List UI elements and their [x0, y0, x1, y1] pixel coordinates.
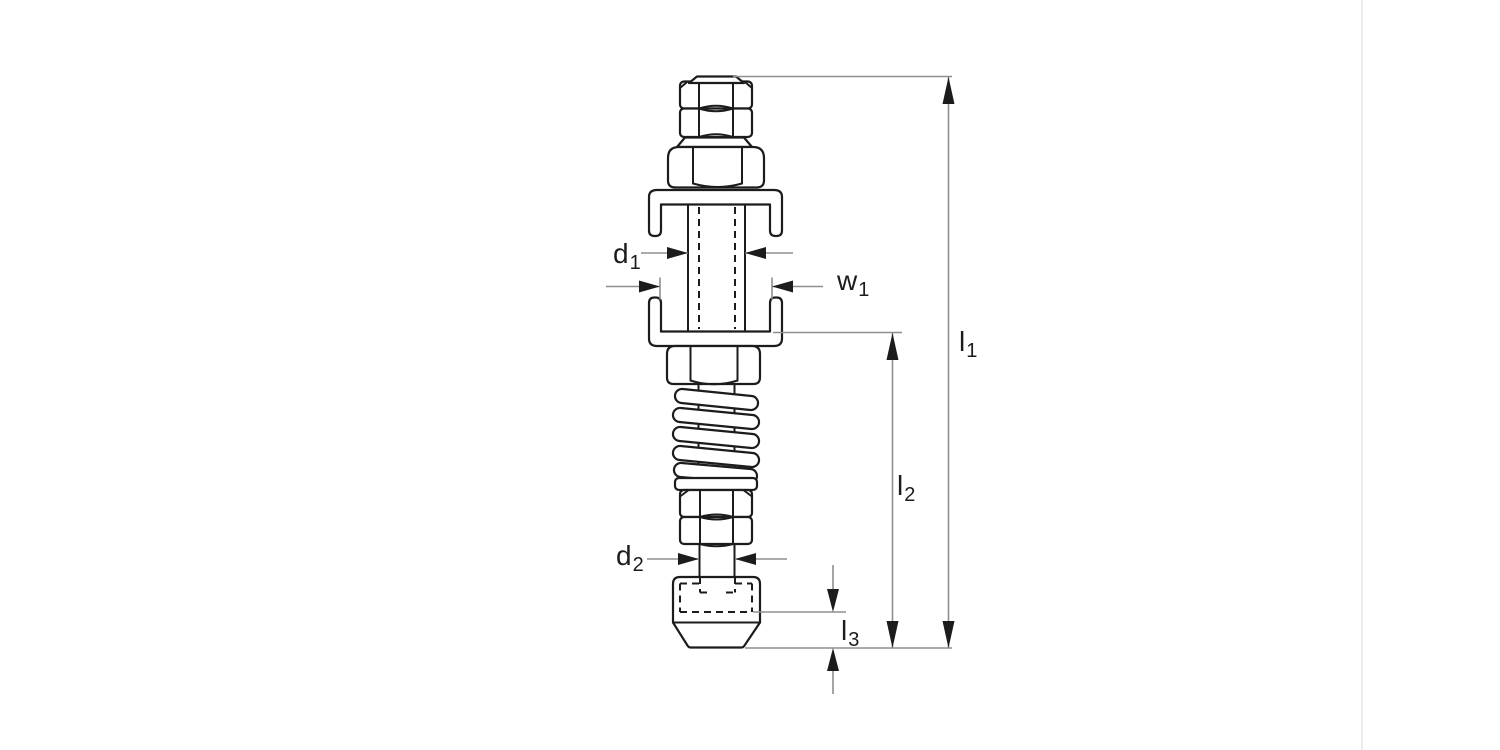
lock-nut-facets — [699, 489, 734, 545]
foot-hidden-socket — [679, 577, 753, 613]
clamp-plate-bottom — [647, 296, 784, 348]
hex-nut-upper-bottom-arc — [692, 182, 743, 188]
washer-outline — [673, 476, 759, 492]
arrowhead-left-icon — [772, 280, 793, 293]
dim-label-d1: d1 — [613, 238, 641, 274]
washer — [673, 476, 759, 492]
spring-coil-4 — [671, 444, 761, 469]
arrowhead-right-icon — [667, 247, 688, 259]
lock-nuts-top — [678, 75, 754, 139]
dim-label-d2: d2 — [616, 540, 644, 576]
arrowhead-down-icon — [942, 621, 955, 648]
spring-coil-3 — [671, 425, 761, 450]
arrowhead-left-icon — [745, 247, 766, 259]
arrowhead-up-icon — [886, 333, 899, 360]
dim-label-d2-sub: 2 — [632, 554, 644, 576]
dim-label-l3: l3 — [841, 615, 859, 651]
hex-nut-upper — [666, 136, 766, 189]
pressure-foot — [671, 575, 762, 649]
dimension-d2 — [647, 553, 787, 565]
arrowhead-left-icon — [735, 553, 756, 565]
clamp-plate-top-outline — [647, 188, 784, 238]
dim-label-l1: l1 — [959, 326, 977, 362]
extension-ticks-w1 — [659, 277, 773, 300]
lock-nuts-bottom — [678, 488, 754, 548]
stud-d1-hidden-core — [698, 207, 736, 329]
hex-nut-upper-facets — [692, 146, 743, 185]
jam-nut-4 — [678, 515, 754, 546]
jam-nut-chamfer-arcs — [698, 104, 734, 138]
dimensions — [606, 75, 955, 694]
dimension-w1 — [606, 280, 823, 293]
dim-label-l2-base: l — [897, 470, 904, 501]
dim-label-w1: w1 — [837, 265, 869, 301]
clamp-plate-bottom-outline — [647, 296, 784, 348]
stud-d2 — [698, 543, 736, 578]
hex-nut-middle-bottom-arc — [689, 379, 739, 386]
dim-label-l3-sub: 3 — [848, 629, 860, 651]
dimension-l3 — [827, 565, 839, 694]
dim-label-d1-sub: 1 — [629, 252, 641, 274]
dim-label-d2-base: d — [616, 540, 632, 571]
hex-nut-upper-body — [666, 145, 766, 189]
jam-nut-2 — [678, 107, 754, 139]
arrowhead-down-icon — [827, 589, 839, 612]
dimension-l2 — [886, 332, 899, 648]
clamp-plate-top — [647, 188, 784, 238]
lock-nut-corner-chamfers — [679, 489, 753, 498]
dim-label-l2: l2 — [897, 470, 915, 506]
stud-d2-edges — [698, 543, 736, 578]
dim-label-w1-base: w — [837, 265, 858, 296]
dim-label-l1-sub: 1 — [966, 340, 978, 362]
arrowhead-up-icon — [942, 77, 955, 104]
dim-label-l1-base: l — [959, 326, 966, 357]
dim-label-w1-sub: 1 — [858, 279, 870, 301]
spring-coil-1 — [673, 387, 760, 412]
hex-nut-middle-body — [665, 344, 762, 386]
lock-nut-chamfer-arcs — [699, 513, 734, 548]
jam-nut-top-chamfer — [687, 75, 746, 85]
arrowhead-up-icon — [827, 648, 839, 671]
jam-nut-3 — [678, 488, 754, 519]
arrowhead-down-icon — [886, 621, 899, 648]
hex-nut-middle-facets — [689, 345, 739, 382]
page-divider — [1361, 0, 1363, 750]
dimension-d1 — [641, 247, 793, 259]
arrowhead-right-icon — [678, 553, 699, 565]
arrowhead-right-icon — [639, 280, 660, 293]
dim-label-l2-sub: 2 — [904, 484, 916, 506]
hex-nut-upper-chamfer — [675, 136, 754, 149]
jam-nut-1 — [678, 80, 754, 110]
spring-coil-2 — [671, 406, 761, 431]
stud-d1 — [687, 203, 746, 333]
hex-nut-middle — [665, 344, 762, 386]
dim-label-l3-base: l — [841, 615, 848, 646]
jam-nut-facets — [698, 82, 734, 138]
stud-d1-edges — [687, 203, 746, 333]
dimension-l1 — [942, 76, 955, 648]
dim-label-d1-base: d — [613, 238, 629, 269]
jam-nut-corner-chamfers — [679, 81, 753, 89]
compression-spring — [671, 383, 761, 485]
